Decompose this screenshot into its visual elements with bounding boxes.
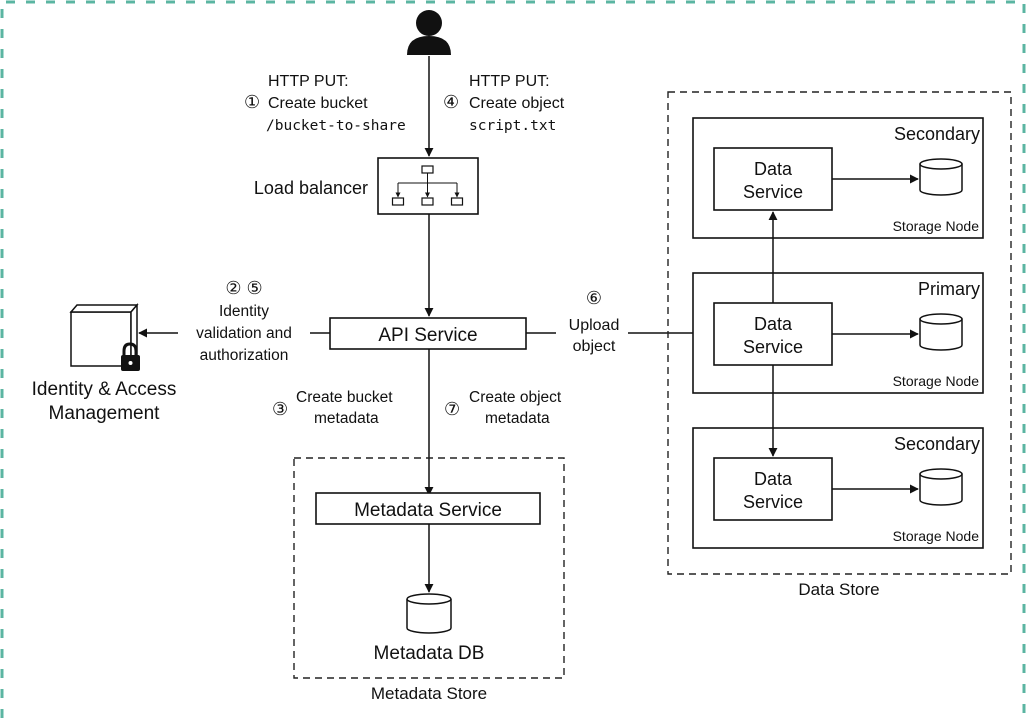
data-service-label-line1: Data	[754, 314, 793, 334]
user-icon	[407, 10, 451, 55]
database-icon	[919, 313, 963, 351]
api-service[interactable]: API Service	[329, 317, 527, 350]
metadata-store: Metadata Store Metadata Service Metadata…	[293, 457, 565, 703]
bucket-metadata-line1: Create bucket	[296, 389, 393, 406]
step-6-badge: ⑥	[586, 288, 602, 308]
edge-label-create-object: HTTP PUT: ④ Create object script.txt	[443, 73, 565, 134]
storage-node-label: Storage Node	[893, 218, 980, 234]
database-icon	[406, 593, 452, 634]
identity-label-line1: Identity	[219, 303, 269, 320]
storage-node-label: Storage Node	[893, 373, 980, 389]
data-service-box[interactable]	[713, 147, 833, 211]
metadata-db[interactable]: Metadata DB	[374, 593, 485, 664]
database-icon	[919, 468, 963, 506]
metadata-service-box[interactable]	[315, 492, 541, 525]
upload-label-line2: object	[573, 338, 616, 355]
iam-label-line2: Management	[49, 403, 161, 424]
iam-label-line1: Identity & Access	[32, 379, 177, 400]
step-4-badge: ④	[443, 92, 459, 112]
edge-label-upload: ⑥ Upload object	[569, 288, 620, 355]
upload-label-line1: Upload	[569, 317, 620, 334]
api-service-label: API Service	[378, 325, 477, 346]
node-role-label: Secondary	[894, 434, 980, 454]
identity-label-line3: authorization	[200, 347, 289, 364]
load-balancer[interactable]: Load balancer	[254, 157, 479, 215]
metadata-db-label: Metadata DB	[374, 643, 485, 664]
metadata-service[interactable]: Metadata Service	[315, 492, 541, 525]
metadata-service-label: Metadata Service	[354, 500, 502, 521]
object-path-label: script.txt	[469, 118, 556, 134]
bucket-path-label: /bucket-to-share	[266, 118, 406, 134]
iam-component[interactable]: Identity & Access Management	[32, 302, 177, 424]
storage-node-label: Storage Node	[893, 528, 980, 544]
node-role-label: Primary	[918, 279, 980, 299]
identity-label-line2: validation and	[196, 325, 292, 342]
edge-label-create-bucket: HTTP PUT: ① Create bucket /bucket-to-sha…	[244, 73, 406, 134]
create-object-label: Create object	[469, 95, 565, 112]
lock-icon	[121, 342, 140, 371]
data-service-label-line2: Service	[743, 492, 803, 512]
object-metadata-line1: Create object	[469, 389, 562, 406]
http-put-label: HTTP PUT:	[268, 73, 349, 90]
api-service-box[interactable]	[329, 317, 527, 350]
load-balancer-label: Load balancer	[254, 178, 368, 198]
load-balancer-icon	[391, 165, 464, 206]
edge-label-identity: ② ⑤ Identity validation and authorizatio…	[196, 278, 292, 364]
node-role-label: Secondary	[894, 124, 980, 144]
create-bucket-label: Create bucket	[268, 95, 368, 112]
edge-label-object-metadata: ⑦ Create object metadata	[444, 389, 562, 427]
data-service-label-line1: Data	[754, 469, 793, 489]
data-service-box[interactable]	[713, 457, 833, 521]
data-service-label-line1: Data	[754, 159, 793, 179]
metadata-store-label: Metadata Store	[371, 684, 487, 703]
step-3-badge: ③	[272, 399, 288, 419]
database-icon	[919, 158, 963, 196]
data-store-boundary	[667, 91, 1012, 575]
edge-label-bucket-metadata: ③ Create bucket metadata	[272, 389, 393, 427]
bucket-metadata-line2: metadata	[314, 410, 379, 427]
data-service-label-line2: Service	[743, 337, 803, 357]
step-2-5-badge: ② ⑤	[225, 278, 262, 298]
step-7-badge: ⑦	[444, 399, 460, 419]
step-1-badge: ①	[244, 92, 260, 112]
data-service-label-line2: Service	[743, 182, 803, 202]
metadata-store-boundary	[293, 457, 565, 679]
object-metadata-line2: metadata	[485, 410, 550, 427]
http-put-label: HTTP PUT:	[469, 73, 550, 90]
data-store-label: Data Store	[798, 580, 879, 599]
